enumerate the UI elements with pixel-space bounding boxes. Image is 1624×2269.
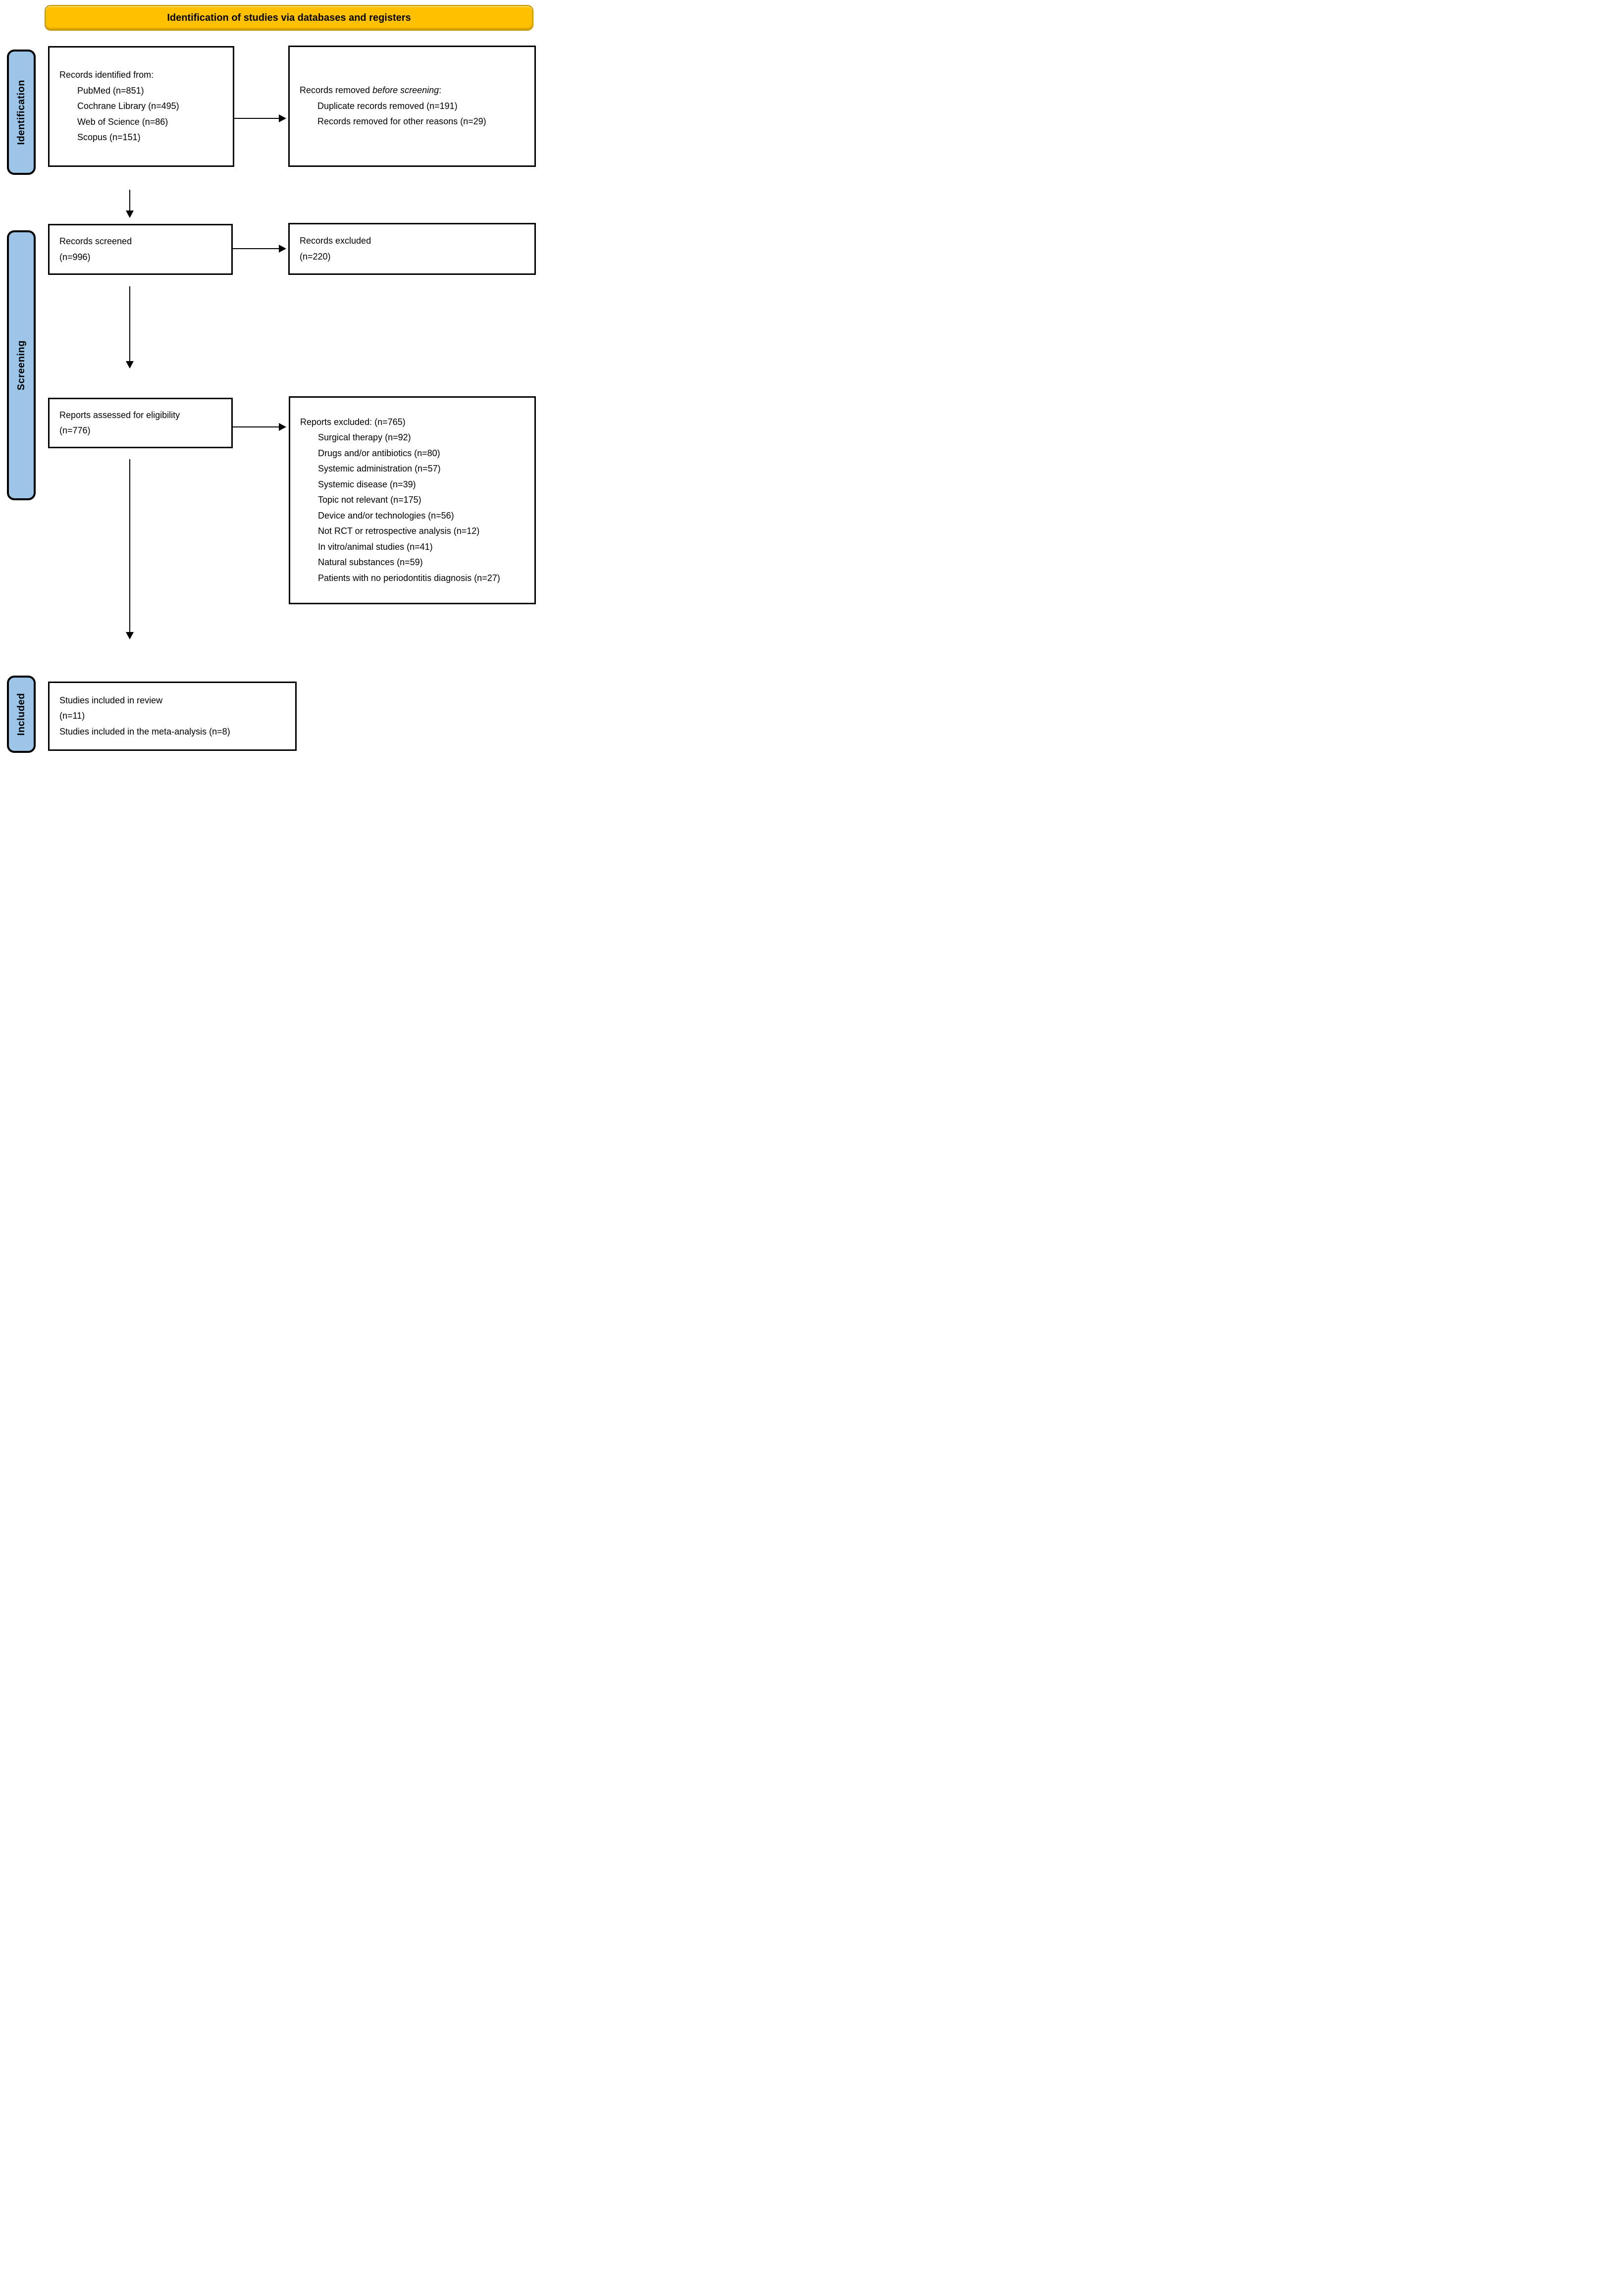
list-item: Topic not relevant (n=175) [318, 495, 421, 505]
records-excluded-box: Records excluded (n=220) [288, 223, 536, 275]
arrow-down-icon [126, 361, 134, 369]
records-removed-list: Duplicate records removed (n=191) Record… [300, 99, 528, 130]
reports-assessed-line: Reports assessed for eligibility [59, 410, 180, 420]
arrow-screened-to-excluded-line [233, 248, 279, 249]
stage-label-identification-text: Identification [15, 79, 27, 145]
banner: Identification of studies via databases … [45, 5, 533, 31]
records-removed-box: Records removed before screening: Duplic… [288, 46, 536, 167]
arrow-down-icon [126, 211, 134, 218]
stage-label-included: Included [7, 676, 36, 753]
arrow-screened-to-assessed-line [129, 286, 130, 361]
list-item: Surgical therapy (n=92) [318, 432, 411, 443]
reports-assessed-count: (n=776) [59, 425, 91, 435]
list-item: Duplicate records removed (n=191) [317, 101, 458, 111]
list-item: Records removed for other reasons (n=29) [317, 116, 486, 127]
records-removed-intro-suffix: : [439, 85, 442, 96]
list-item: Systemic administration (n=57) [318, 464, 441, 474]
records-excluded-line: Records excluded [300, 236, 371, 246]
stage-label-included-text: Included [15, 692, 27, 736]
arrow-right-icon [279, 423, 286, 431]
reports-excluded-box: Reports excluded: (n=765) Surgical thera… [289, 396, 536, 604]
stage-label-screening-text: Screening [15, 340, 27, 391]
arrow-identified-to-removed-line [234, 118, 279, 119]
arrow-down-icon [126, 632, 134, 639]
list-item: Patients with no periodontitis diagnosis… [318, 573, 500, 583]
arrow-right-icon [279, 245, 286, 253]
reports-excluded-intro: Reports excluded: (n=765) [300, 417, 406, 427]
arrow-assessed-to-included-line [129, 459, 130, 632]
list-item: In vitro/animal studies (n=41) [318, 541, 433, 552]
list-item: Not RCT or retrospective analysis (n=12) [318, 526, 480, 536]
studies-included-line: Studies included in review [59, 695, 163, 705]
records-identified-list: PubMed (n=851) Cochrane Library (n=495) … [59, 83, 227, 146]
stage-label-identification: Identification [7, 50, 36, 175]
reports-assessed-box: Reports assessed for eligibility (n=776) [48, 398, 233, 448]
records-excluded-count: (n=220) [300, 251, 331, 262]
studies-included-box: Studies included in review (n=11) Studie… [48, 682, 297, 751]
list-item: Natural substances (n=59) [318, 557, 423, 568]
records-removed-intro: Records removed before screening: [300, 83, 528, 99]
banner-title: Identification of studies via databases … [167, 12, 411, 23]
records-removed-intro-italic: before screening [372, 85, 439, 96]
list-item: Drugs and/or antibiotics (n=80) [318, 448, 440, 458]
list-item: Device and/or technologies (n=56) [318, 510, 454, 521]
list-item: Cochrane Library (n=495) [77, 101, 179, 111]
records-removed-intro-prefix: Records removed [300, 85, 373, 96]
list-item: PubMed (n=851) [77, 85, 144, 96]
list-item: Scopus (n=151) [77, 132, 141, 143]
reports-excluded-list: Surgical therapy (n=92) Drugs and/or ant… [300, 430, 528, 586]
records-screened-line: Records screened [59, 236, 132, 246]
list-item: Systemic disease (n=39) [318, 479, 416, 489]
records-identified-intro: Records identified from: [59, 70, 154, 80]
arrow-identified-to-screened-line [129, 190, 130, 211]
arrow-right-icon [279, 114, 286, 122]
studies-meta-analysis-line: Studies included in the meta-analysis (n… [59, 726, 230, 737]
list-item: Web of Science (n=86) [77, 116, 168, 127]
prisma-flow-diagram: Identification of studies via databases … [0, 0, 541, 756]
records-screened-box: Records screened (n=996) [48, 224, 233, 275]
stage-label-screening: Screening [7, 230, 36, 500]
arrow-assessed-to-excluded-line [233, 426, 279, 427]
records-identified-box: Records identified from: PubMed (n=851) … [48, 46, 234, 167]
studies-included-count: (n=11) [59, 711, 85, 721]
records-screened-count: (n=996) [59, 252, 91, 262]
